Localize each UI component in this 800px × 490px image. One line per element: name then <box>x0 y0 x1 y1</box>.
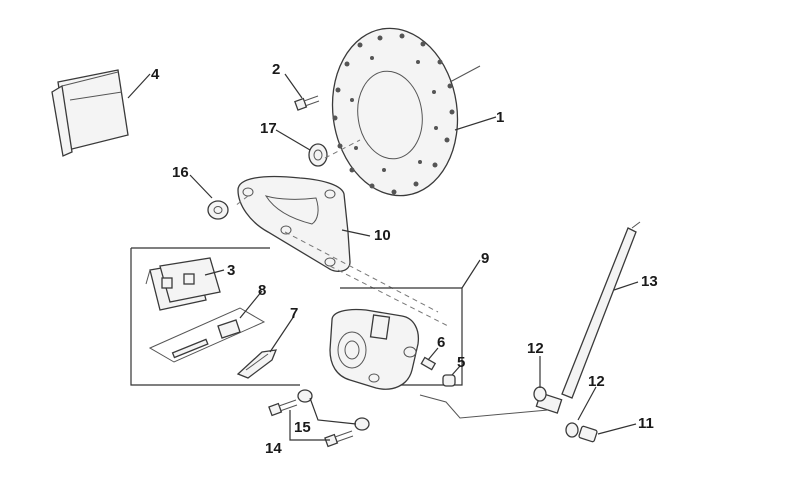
label-3: 3 <box>227 262 235 279</box>
label-16: 16 <box>172 164 189 181</box>
label-12b: 12 <box>588 373 605 390</box>
caliper-body <box>329 308 420 390</box>
part-1-brake-disc <box>331 27 481 197</box>
part-10-bracket <box>237 175 351 273</box>
label-14: 14 <box>265 440 282 457</box>
part-2-screw <box>294 95 320 111</box>
label-2: 2 <box>272 61 280 78</box>
part-8-pin-kit <box>148 307 266 363</box>
assembly-lines <box>234 139 449 327</box>
label-12a: 12 <box>527 340 544 357</box>
label-15: 15 <box>294 419 311 436</box>
part-17-spacer <box>308 143 328 167</box>
part-4-manual <box>51 69 129 157</box>
part-12-crush-washers <box>533 386 579 438</box>
part-14-bolts <box>268 399 354 448</box>
leader-lines <box>127 73 639 441</box>
part-16-washer <box>207 200 229 220</box>
label-4: 4 <box>151 66 160 83</box>
label-5: 5 <box>457 354 465 371</box>
label-11: 11 <box>638 415 654 432</box>
label-10: 10 <box>374 227 391 244</box>
label-17: 17 <box>260 120 277 137</box>
part-7-spring-clip <box>236 349 278 379</box>
label-6: 6 <box>437 334 445 351</box>
label-7: 7 <box>290 305 298 322</box>
part-9-caliper-kit-box <box>130 247 463 386</box>
label-13: 13 <box>641 273 658 290</box>
label-9: 9 <box>481 250 489 267</box>
part-5-cap <box>442 374 456 387</box>
label-8: 8 <box>258 282 266 299</box>
part-6-bleed-valve <box>420 356 437 371</box>
part-13-brake-hose <box>561 221 641 399</box>
callout-labels: 1 2 3 4 5 6 7 8 9 10 11 12 12 13 14 15 1… <box>151 61 658 457</box>
part-3-brake-pads <box>145 257 221 311</box>
label-1: 1 <box>496 109 504 126</box>
part-11-banjo-bolt <box>578 425 598 443</box>
